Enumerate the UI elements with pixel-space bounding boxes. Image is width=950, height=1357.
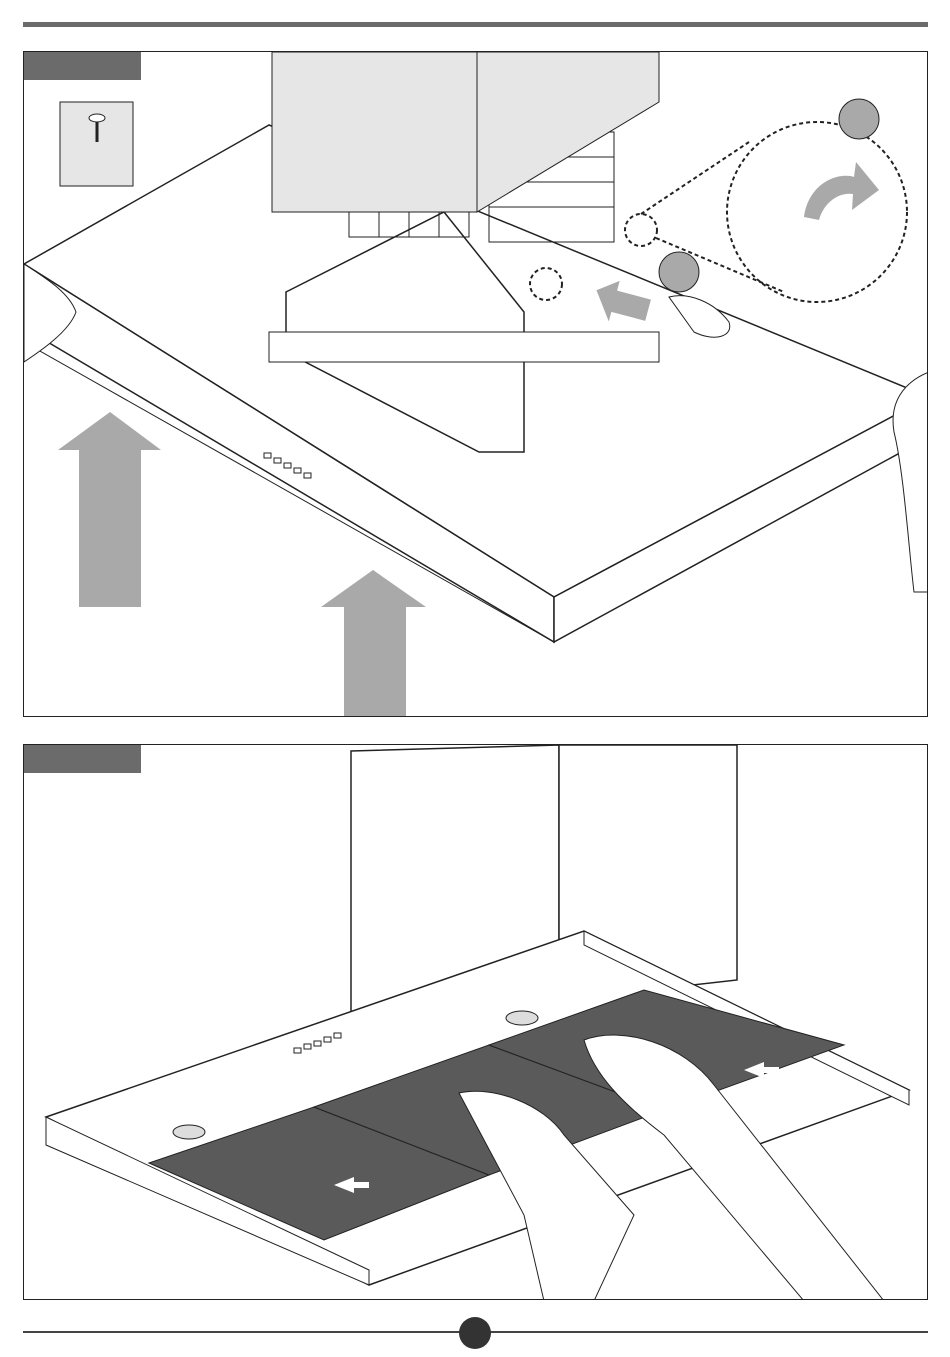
callout-marker-2	[659, 252, 699, 292]
mounting-plate	[269, 332, 659, 362]
step-tab-2	[24, 745, 141, 773]
lamp-left	[173, 1125, 205, 1139]
chimney-cover-right	[477, 52, 659, 212]
callout-marker-1	[839, 99, 879, 139]
page-number-badge	[459, 1317, 491, 1349]
push-up-arrow-center	[321, 570, 426, 717]
step-tab-1	[24, 52, 141, 80]
top-rule	[23, 22, 928, 27]
chimney-cover-left	[272, 52, 477, 212]
push-up-arrow-left	[58, 412, 161, 607]
lamp-right	[506, 1011, 538, 1025]
hand-right	[893, 372, 928, 592]
screw-location-right	[625, 214, 657, 246]
filter-installation-illustration	[24, 745, 928, 1300]
hood-installation-illustration	[24, 52, 928, 717]
illustration-panel-1	[23, 51, 928, 717]
illustration-panel-2	[23, 744, 928, 1300]
